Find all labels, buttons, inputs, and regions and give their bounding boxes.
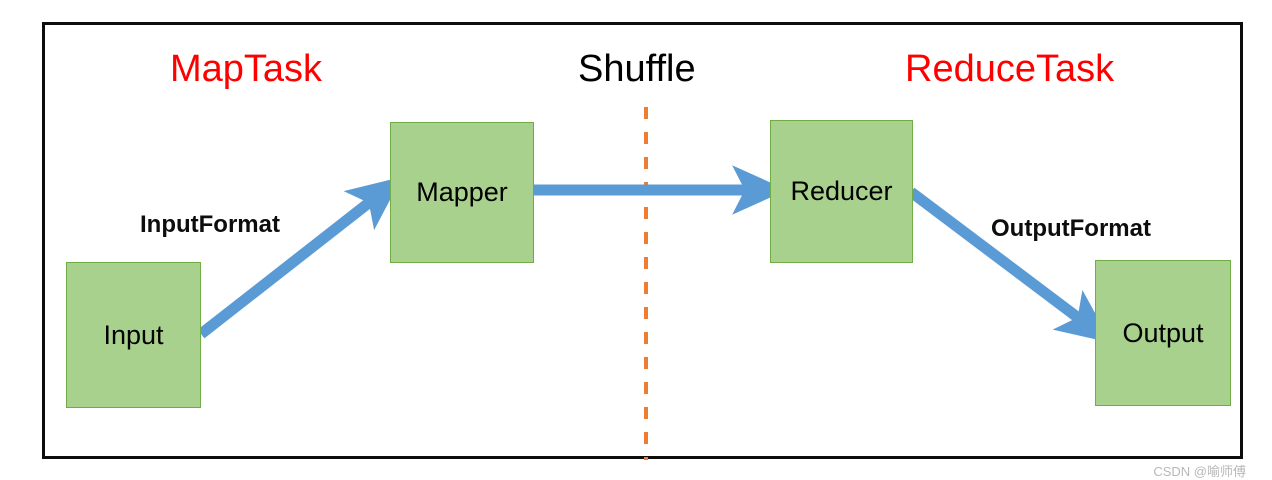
node-reducer[interactable]: Reducer xyxy=(770,120,913,263)
node-mapper-label: Mapper xyxy=(416,177,508,207)
node-input[interactable]: Input xyxy=(66,262,201,408)
node-input-label: Input xyxy=(103,319,164,350)
section-heading-shuffle: Shuffle xyxy=(578,48,696,90)
section-heading-maptask: MapTask xyxy=(170,48,323,90)
watermark-text: CSDN @喻师傅 xyxy=(1153,464,1246,479)
edge-label-output-format: OutputFormat xyxy=(991,215,1151,242)
section-heading-reducetask: ReduceTask xyxy=(905,48,1115,90)
node-mapper[interactable]: Mapper xyxy=(390,122,534,263)
edge-label-input-format: InputFormat xyxy=(140,211,280,238)
node-reducer-label: Reducer xyxy=(790,176,893,206)
node-output[interactable]: Output xyxy=(1095,260,1231,406)
node-output-label: Output xyxy=(1122,317,1204,348)
